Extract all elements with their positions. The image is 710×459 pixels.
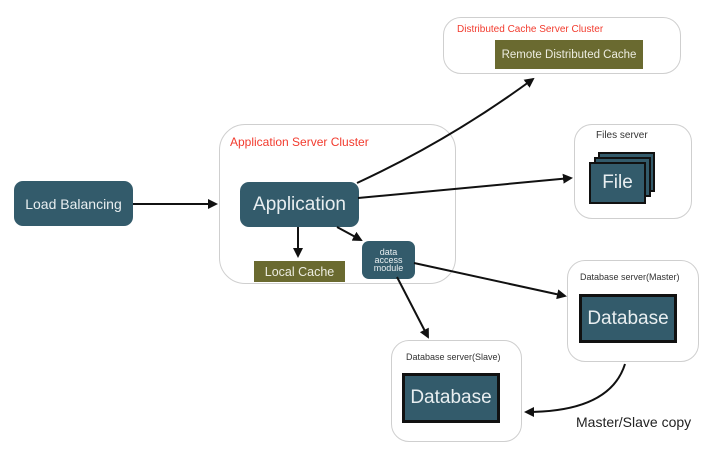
local-cache[interactable]: Local Cache — [254, 261, 345, 282]
db-slave-title: Database server(Slave) — [406, 352, 501, 362]
db-master-title: Database server(Master) — [580, 272, 680, 282]
database-slave-cluster: Database server(Slave) Database — [391, 340, 522, 442]
dam-line-2: access — [374, 255, 403, 265]
application-server-cluster: Application Server Cluster Application L… — [219, 124, 456, 284]
files-server-title: Files server — [596, 130, 648, 141]
load-balancing-node[interactable]: Load Balancing — [14, 181, 133, 226]
files-server-cluster: Files server File — [574, 124, 692, 219]
distributed-cache-cluster-title: Distributed Cache Server Cluster — [457, 24, 604, 35]
data-access-module[interactable]: data access module — [362, 241, 415, 279]
arrow-app-to-files — [357, 173, 573, 199]
arrow-master-to-slave-copy — [524, 363, 626, 417]
database-master-cluster: Database server(Master) Database — [567, 260, 699, 362]
file-node[interactable]: File — [589, 162, 646, 204]
application-node[interactable]: Application — [240, 182, 359, 227]
arrow-dam-to-db-master — [413, 262, 567, 300]
replication-label: Master/Slave copy — [576, 414, 692, 430]
application-cluster-title: Application Server Cluster — [230, 135, 369, 149]
dam-line-1: data — [379, 247, 398, 257]
arrow-dam-to-db-slave — [396, 276, 429, 339]
distributed-cache-cluster: Distributed Cache Server Cluster Remote … — [443, 17, 681, 74]
db-master-database[interactable]: Database — [579, 294, 677, 343]
remote-distributed-cache[interactable]: Remote Distributed Cache — [495, 40, 643, 69]
arrow-app-to-remote-cache — [356, 77, 535, 184]
db-slave-database[interactable]: Database — [402, 373, 500, 423]
dam-line-3: module — [373, 263, 404, 273]
arrow-app-to-dam — [336, 226, 363, 241]
